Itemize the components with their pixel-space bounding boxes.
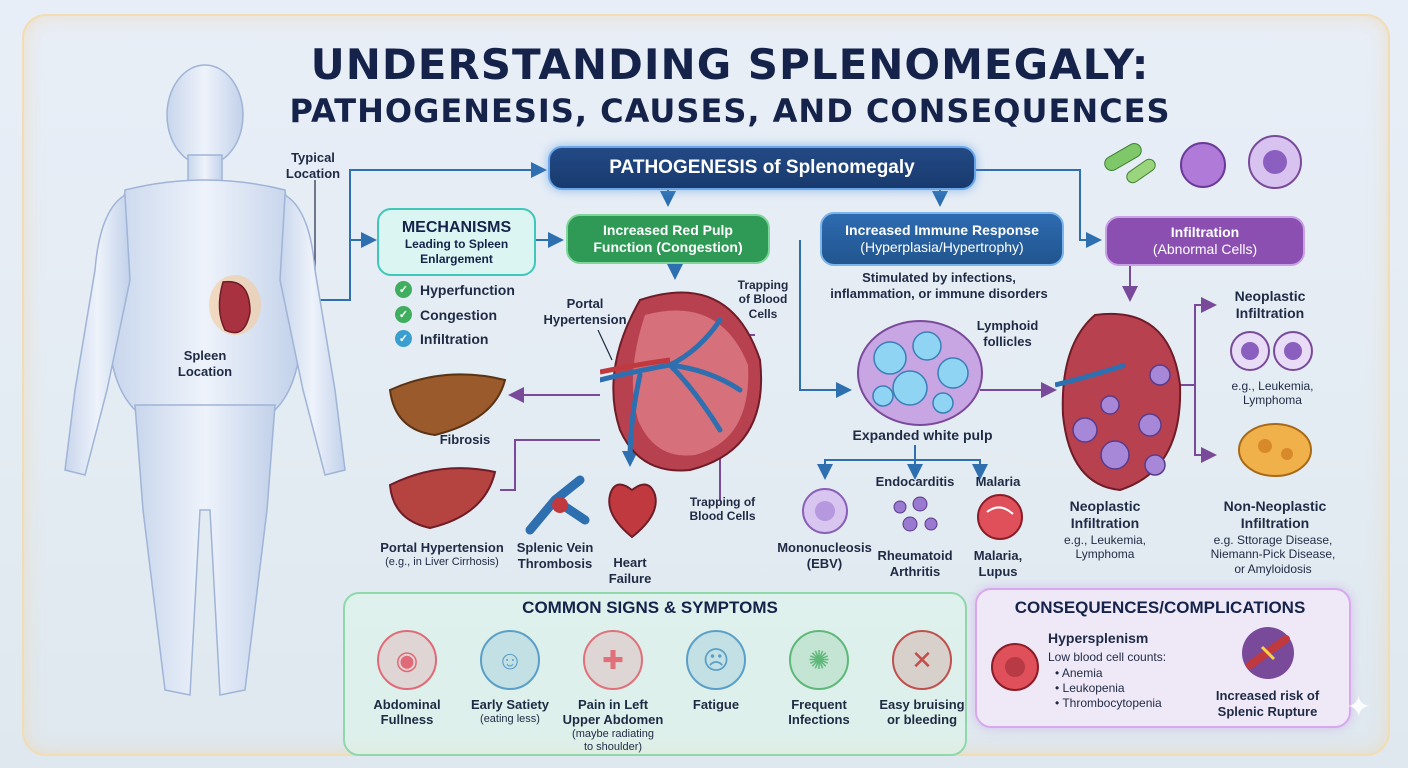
eating-icon: ☺: [480, 630, 540, 690]
non-neoplastic-eg: e.g. Sttorage Disease, Niemann-Pick Dise…: [1210, 533, 1336, 576]
red-pulp-line2: Function (Congestion): [593, 239, 743, 255]
red-pulp-line1: Increased Red Pulp: [603, 222, 733, 239]
check-icon: ✓: [395, 306, 412, 323]
expanded-white-pulp-label: Expanded white pulp: [852, 427, 993, 443]
congested-spleen-illustration: [600, 291, 763, 472]
mononucleosis-label: Mononucleosis (EBV): [777, 540, 872, 571]
human-body-figure: [64, 64, 346, 696]
check-icon: ✓: [395, 281, 412, 298]
bacteria-icon: [893, 496, 938, 532]
symptom-subtitle: (maybe radiating to shoulder): [572, 727, 654, 753]
infiltration-line1: Infiltration: [1170, 224, 1240, 241]
count-item: • Thrombocytopenia: [1055, 696, 1162, 710]
non-neoplastic-title: Non-Neoplastic Infiltration: [1223, 498, 1327, 531]
neoplastic-center-eg: e.g., Leukemia, Lymphoma: [1063, 533, 1147, 562]
portal-hypertension-cause-label: Portal Hypertension: [380, 540, 504, 555]
liver-fibrosis-icon: [388, 373, 507, 437]
consequences-header: CONSEQUENCES/COMPLICATIONS: [1014, 598, 1306, 617]
symptoms-panel: [343, 592, 967, 756]
heart-failure-label: Heart Failure: [608, 555, 652, 586]
malaria-label: Malaria: [975, 474, 1021, 489]
count-item: • Anemia: [1055, 666, 1103, 680]
neoplastic-infiltration-title: Neoplastic Infiltration: [1234, 288, 1306, 321]
sparkle-icon: ✦: [1346, 691, 1372, 724]
symptom-item: ✕ Easy bruising or bleeding: [867, 630, 977, 728]
main-subtitle: PATHOGENESIS, CAUSES, AND CONSEQUENCES: [289, 92, 1171, 130]
count-item: • Leukopenia: [1055, 681, 1125, 695]
mechanism-item: ✓Hyperfunction: [395, 281, 515, 298]
heart-icon: [608, 483, 657, 539]
symptom-item: ✺ Frequent Infections: [764, 630, 874, 728]
mechanisms-box: MECHANISMS Leading to Spleen Enlargement: [377, 208, 536, 276]
check-icon: ✓: [395, 330, 412, 347]
immune-line1: Increased Immune Response: [845, 222, 1039, 239]
immune-response-box: Increased Immune Response (Hyperplasia/H…: [820, 212, 1064, 266]
lymphoid-follicles-label: Lymphoid follicles: [976, 318, 1039, 349]
symptom-title: Early Satiety: [470, 697, 550, 712]
splenic-vein-icon: [525, 475, 590, 535]
infiltrated-spleen-illustration: [1055, 312, 1182, 492]
malaria-lupus-label: Malaria, Lupus: [973, 548, 1023, 579]
symptom-item: ☺ Early Satiety(eating less): [455, 630, 565, 726]
symptom-item: ◉ Abdominal Fullness: [352, 630, 462, 728]
red-blood-cell-icon: [991, 643, 1039, 691]
splenic-vein-label: Splenic Vein Thrombosis: [516, 540, 594, 571]
leukemia-cells-icon: [1230, 331, 1313, 371]
microbes-illustration: [1104, 135, 1302, 189]
portal-hypertension-label: Portal Hypertension: [543, 296, 627, 327]
symptom-title: Pain in Left Upper Abdomen: [562, 697, 664, 727]
rupture-icon: [1242, 627, 1294, 679]
bruise-icon: ✕: [892, 630, 952, 690]
abdomen-icon: ◉: [377, 630, 437, 690]
infiltration-line2: (Abnormal Cells): [1152, 241, 1258, 257]
spleen-location-marker: [218, 280, 251, 334]
rupture-label: Increased risk of Splenic Rupture: [1215, 688, 1320, 719]
symptom-subtitle: (eating less): [480, 712, 540, 725]
malaria-cell-icon: [977, 494, 1023, 540]
mechanisms-sub1: Leading to Spleen: [404, 237, 509, 252]
typical-location-label: Typical Location: [285, 150, 341, 181]
portal-hypertension-cause-sub: (e.g., in Liver Cirrhosis): [385, 556, 499, 568]
trapping-top-label: Trapping of Blood Cells: [737, 278, 789, 321]
hypersplenism-label: Hypersplenism: [1048, 630, 1149, 646]
main-title: UNDERSTANDING SPLENOMEGALY:: [310, 40, 1150, 89]
neoplastic-center-title: Neoplastic Infiltration: [1069, 498, 1141, 531]
symptom-item: ☹ Fatigue: [661, 630, 771, 713]
counts-list: • Anemia • Leukopenia • Thrombocytopenia: [1055, 666, 1162, 711]
rheumatoid-arthritis-label: Rheumatoid Arthritis: [877, 548, 953, 579]
symptom-title: Easy bruising or bleeding: [879, 697, 965, 727]
neoplastic-eg-label: e.g., Leukemia, Lymphoma: [1231, 379, 1314, 408]
endocarditis-label: Endocarditis: [875, 474, 955, 489]
symptom-title: Frequent Infections: [788, 697, 850, 727]
storage-cells-icon: [1238, 423, 1312, 477]
immune-line2: (Hyperplasia/Hypertrophy): [860, 239, 1024, 255]
trapping-bottom-label: Trapping of Blood Cells: [689, 495, 756, 524]
pathogenesis-header: PATHOGENESIS of Splenomegaly: [548, 146, 976, 190]
mechanism-item: ✓Infiltration: [395, 330, 488, 347]
mechanisms-sub2: Enlargement: [420, 251, 493, 266]
cirrhosis-liver-icon: [388, 467, 497, 530]
pain-icon: ✚: [583, 630, 643, 690]
lymphoid-follicles-illustration: [857, 320, 983, 426]
ebv-icon: [802, 488, 848, 534]
symptoms-header: COMMON SIGNS & SYMPTOMS: [522, 598, 778, 617]
immune-stimulated-label: Stimulated by infections, inflammation, …: [830, 270, 1048, 301]
fibrosis-label: Fibrosis: [439, 432, 491, 447]
fatigue-icon: ☹: [686, 630, 746, 690]
symptom-item: ✚ Pain in Left Upper Abdomen(maybe radiat…: [558, 630, 668, 753]
red-pulp-box: Increased Red Pulp Function (Congestion): [566, 214, 770, 264]
infiltration-box: Infiltration (Abnormal Cells): [1105, 216, 1305, 266]
symptom-title: Fatigue: [692, 697, 740, 712]
low-counts-label: Low blood cell counts:: [1048, 650, 1167, 664]
mechanism-item: ✓Congestion: [395, 306, 497, 323]
spleen-location-label: Spleen Location: [177, 348, 233, 379]
mechanisms-title: MECHANISMS: [401, 219, 512, 237]
virus-icon: ✺: [789, 630, 849, 690]
symptom-title: Abdominal Fullness: [373, 697, 441, 727]
